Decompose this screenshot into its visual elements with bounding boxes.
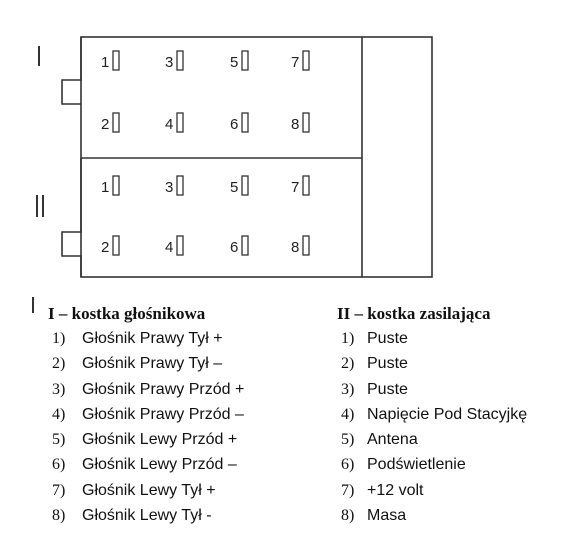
- item-number: 1): [52, 330, 66, 347]
- item-text: Puste: [367, 380, 408, 398]
- item-number: 5): [52, 431, 66, 449]
- list-item: 2) Głośnik Prawy Tył –: [48, 351, 244, 376]
- pin-number: 8: [291, 239, 299, 256]
- item-text: Głośnik Prawy Tył –: [82, 355, 223, 373]
- speaker-legend-heading: I – kostka głośnikowa: [48, 304, 206, 323]
- list-item: 6) Głośnik Lewy Przód –: [48, 452, 244, 477]
- item-text: Głośnik Lewy Przód –: [82, 456, 237, 474]
- list-item: 1) Puste: [337, 326, 527, 351]
- pin-number: 4: [165, 239, 173, 256]
- item-number: 6): [52, 456, 66, 474]
- pin-slot: [302, 235, 310, 256]
- pin-slot: [302, 50, 310, 71]
- item-number: 4): [341, 405, 355, 423]
- power-legend: II – kostka zasilająca 1) Puste 2) Puste 3…: [337, 301, 527, 528]
- item-number: 3): [341, 380, 355, 398]
- pin-number: 5: [230, 179, 238, 196]
- pin-slot: [241, 50, 249, 71]
- item-number: 5): [341, 431, 355, 449]
- item-text: +12 volt: [367, 481, 424, 499]
- pin-slot: [176, 112, 184, 133]
- item-text: Głośnik Lewy Tył -: [82, 507, 212, 525]
- list-item: 3) Puste: [337, 377, 527, 402]
- pin-slot: [302, 112, 310, 133]
- pin-number: 1: [101, 54, 109, 71]
- list-item: 7) Głośnik Lewy Tył +: [48, 478, 244, 503]
- list-item: 8) Głośnik Lewy Tył -: [48, 503, 244, 528]
- item-text: Puste: [367, 355, 408, 373]
- pin-grid: 1 3 5 7 2 4 6 8 1 3 5 7 2 4 6 8: [101, 50, 310, 256]
- connector-drawing: 1 3 5 7 2 4 6 8 1 3 5 7 2 4 6 8: [36, 36, 433, 278]
- item-number: 7): [341, 481, 355, 499]
- item-text: Puste: [367, 330, 408, 347]
- item-number: 4): [52, 405, 66, 423]
- item-number: 7): [52, 481, 66, 499]
- pin-number: 7: [291, 179, 299, 196]
- item-text: Głośnik Prawy Przód +: [82, 380, 245, 398]
- pin-number: 1: [101, 179, 109, 196]
- pin-number: 3: [165, 179, 173, 196]
- list-item: 6) Podświetlenie: [337, 452, 527, 477]
- item-text: Masa: [367, 507, 407, 525]
- pin-slot: [176, 235, 184, 256]
- list-item: 3) Głośnik Prawy Przód +: [48, 377, 244, 402]
- list-item: 5) Antena: [337, 427, 527, 452]
- pin-slot: [241, 175, 249, 196]
- pin-slot: [302, 175, 310, 196]
- list-item: 4) Napięcie Pod Stacyjkę: [337, 402, 527, 427]
- item-number: 6): [341, 456, 355, 474]
- pin-number: 6: [230, 239, 238, 256]
- pin-slot: [112, 50, 120, 71]
- speaker-legend: I – kostka głośnikowa 1) Głośnik Prawy Ty…: [48, 301, 244, 528]
- list-item: 7) +12 volt: [337, 478, 527, 503]
- item-text: Antena: [367, 431, 418, 449]
- power-legend-list: 1) Puste 2) Puste 3) Puste 4) Napięcie Pod S…: [337, 326, 527, 528]
- list-item: 2) Puste: [337, 351, 527, 376]
- pin-slot: [112, 112, 120, 133]
- item-number: 8): [52, 507, 66, 525]
- pin-slot: [241, 112, 249, 133]
- pin-number: 5: [230, 54, 238, 71]
- list-item: 4) Głośnik Prawy Przód –: [48, 402, 244, 427]
- pin-number: 6: [230, 116, 238, 133]
- item-number: 2): [52, 355, 66, 373]
- item-text: Głośnik Prawy Tył +: [82, 330, 223, 347]
- item-text: Głośnik Lewy Tył +: [82, 481, 216, 499]
- list-item: 8) Masa: [337, 503, 527, 528]
- pin-number: 3: [165, 54, 173, 71]
- block-i-tab: [61, 37, 82, 105]
- pin-slot: [176, 175, 184, 196]
- item-number: 2): [341, 355, 355, 373]
- legend-marker: [32, 297, 34, 313]
- item-text: Głośnik Prawy Przód –: [82, 405, 244, 423]
- pin-number: 4: [165, 116, 173, 133]
- pin-number: 2: [101, 116, 109, 133]
- pin-slot: [112, 175, 120, 196]
- list-item: 1) Głośnik Prawy Tył +: [48, 326, 244, 351]
- item-text: Głośnik Lewy Przód +: [82, 431, 238, 449]
- item-text: Podświetlenie: [367, 456, 466, 474]
- speaker-legend-list: 1) Głośnik Prawy Tył + 2) Głośnik Prawy Ty…: [48, 326, 244, 528]
- pin-number: 2: [101, 239, 109, 256]
- block-ii-tab: [61, 158, 82, 277]
- item-number: 8): [341, 507, 355, 525]
- power-legend-heading: II – kostka zasilająca: [337, 304, 491, 323]
- pin-number: 8: [291, 116, 299, 133]
- list-item: 5) Głośnik Lewy Przód +: [48, 427, 244, 452]
- item-number: 3): [52, 380, 66, 398]
- pin-slot: [112, 235, 120, 256]
- item-number: 1): [341, 330, 355, 347]
- item-text: Napięcie Pod Stacyjkę: [367, 405, 528, 423]
- pin-slot: [241, 235, 249, 256]
- pin-slot: [176, 50, 184, 71]
- pin-number: 7: [291, 54, 299, 71]
- connector-housing: [80, 36, 433, 278]
